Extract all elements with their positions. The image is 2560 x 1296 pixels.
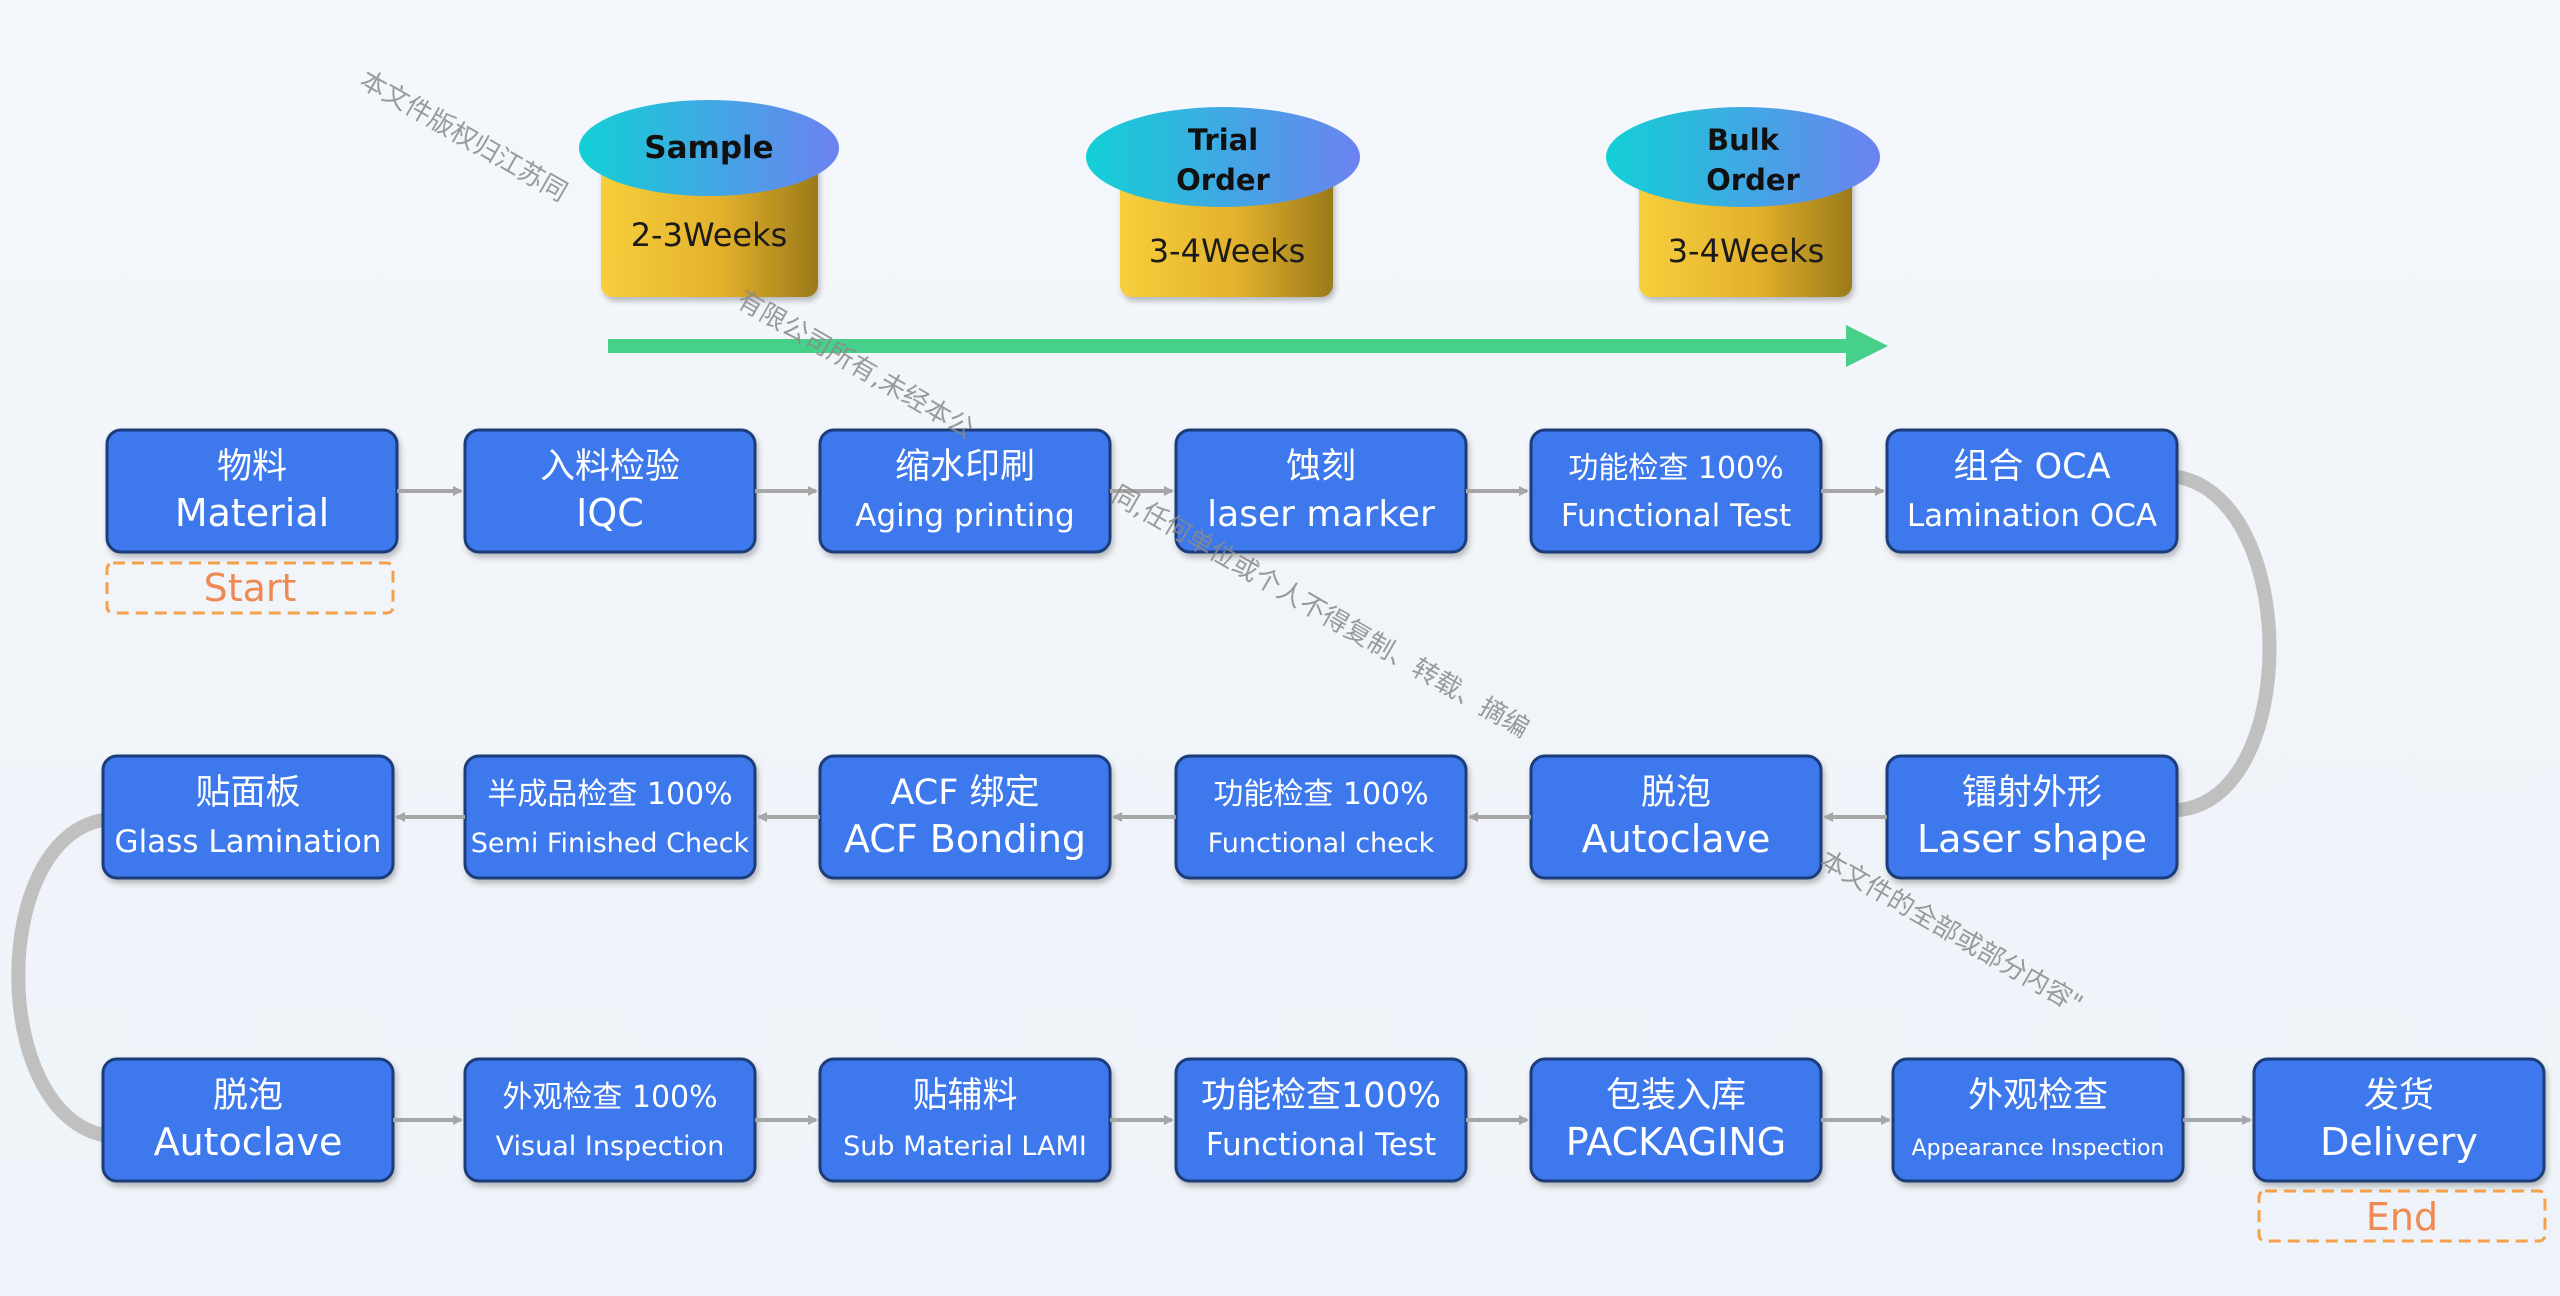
step-label-en: Glass Lamination — [115, 824, 382, 860]
phase-label-line1: Trial — [1188, 123, 1258, 157]
step-label-en: ACF Bonding — [844, 817, 1086, 861]
step-functional-test: 功能检查 100% Functional Test — [1529, 428, 1823, 554]
step-label-en: Delivery — [2320, 1120, 2478, 1164]
step-label-cn: 半成品检查 100% — [487, 777, 732, 812]
phase-top — [1086, 107, 1360, 207]
phase-label-line2: Order — [1176, 163, 1270, 197]
step-sub-material-lami: 贴辅料 Sub Material LAMI — [818, 1057, 1112, 1183]
step-label-en: IQC — [576, 491, 644, 535]
phase-duration: 2-3Weeks — [631, 216, 788, 254]
step-label-en: laser marker — [1207, 494, 1435, 535]
step-label-cn: 功能检查100% — [1201, 1076, 1441, 1116]
step-label-cn: 脱泡 — [213, 1076, 283, 1116]
step-label-en: Functional check — [1208, 828, 1435, 859]
step-box — [101, 754, 395, 880]
phase-bulk-order: Bulk Order 3-4Weeks — [1606, 107, 1880, 297]
step-box — [1885, 428, 2179, 554]
phase-duration: 3-4Weeks — [1668, 232, 1825, 270]
step-label-en: Autoclave — [154, 1120, 343, 1164]
step-label-cn: 物料 — [217, 447, 287, 487]
step-visual-inspection: 外观检查 100% Visual Inspection — [463, 1057, 757, 1183]
step-label-cn: 外观检查 100% — [502, 1080, 717, 1115]
step-appearance-inspection: 外观检查 Appearance Inspection — [1891, 1057, 2185, 1183]
step-label-cn: 组合 OCA — [1953, 447, 2110, 487]
step-label-cn: 功能检查 100% — [1568, 451, 1783, 486]
connector-curve-left — [11, 813, 105, 1142]
phase-duration: 3-4Weeks — [1149, 232, 1306, 270]
step-lamination-oca: 组合 OCA Lamination OCA — [1885, 428, 2179, 554]
end-marker: End — [2257, 1189, 2547, 1243]
phase-label-line2: Order — [1706, 163, 1800, 197]
step-label-en: Material — [175, 491, 329, 535]
watermark-part1: 本文件版权归江苏同 — [355, 65, 573, 208]
phase-trial-order: Trial Order 3-4Weeks — [1086, 107, 1360, 297]
step-functional-test: 功能检查100% Functional Test — [1174, 1057, 1468, 1183]
end-label: End — [2366, 1195, 2438, 1239]
phase-sample: Sample 2-3Weeks — [579, 100, 839, 297]
step-label-en: Aging printing — [855, 498, 1074, 534]
step-semi-finished-check: 半成品检查 100% Semi Finished Check — [463, 754, 757, 880]
step-label-cn: 蚀刻 — [1286, 447, 1356, 487]
step-label-cn: 功能检查 100% — [1213, 777, 1428, 812]
step-label-en: Appearance Inspection — [1912, 1136, 2165, 1161]
watermark-part2: 有限公司所有,未经本公 — [732, 285, 979, 445]
step-label-cn: 包装入库 — [1606, 1076, 1746, 1116]
phase-label: Sample — [644, 130, 773, 166]
start-label: Start — [204, 566, 297, 610]
step-label-en: PACKAGING — [1566, 1120, 1786, 1164]
step-label-cn: 贴面板 — [195, 773, 300, 813]
start-marker: Start — [105, 561, 395, 615]
step-label-en: Sub Material LAMI — [843, 1131, 1087, 1162]
phase-top — [1606, 107, 1880, 207]
step-label-cn: ACF 绑定 — [890, 773, 1039, 813]
step-label-en: Functional Test — [1561, 498, 1791, 534]
step-label-en: Laser shape — [1917, 817, 2147, 861]
step-label-cn: 缩水印刷 — [895, 447, 1035, 487]
step-connectors — [393, 486, 2252, 1125]
step-label-cn: 外观检查 — [1968, 1076, 2108, 1116]
step-label-en: Functional Test — [1206, 1127, 1436, 1163]
step-box — [463, 754, 757, 880]
phase-top — [579, 100, 839, 196]
step-label-cn: 脱泡 — [1641, 773, 1711, 813]
phase-label-line1: Bulk — [1707, 123, 1780, 157]
step-laser-marker: 蚀刻 laser marker — [1174, 428, 1468, 554]
step-label-en: Lamination OCA — [1907, 498, 2157, 534]
step-label-cn: 入料检验 — [540, 447, 680, 487]
step-glass-lamination: 贴面板 Glass Lamination — [101, 754, 395, 880]
step-label-cn: 镭射外形 — [1962, 773, 2102, 813]
step-label-en: Semi Finished Check — [471, 828, 750, 859]
step-box — [463, 1057, 757, 1183]
connector-curve-right — [2176, 470, 2277, 817]
step-functional-check: 功能检查 100% Functional check — [1174, 754, 1468, 880]
step-box — [2252, 1057, 2546, 1183]
step-label-en: Visual Inspection — [496, 1131, 725, 1162]
step-label-cn: 贴辅料 — [912, 1076, 1017, 1116]
timeline-arrow — [608, 325, 1888, 367]
step-aging-printing: 缩水印刷 Aging printing — [818, 428, 1112, 554]
step-label-en: Autoclave — [1582, 817, 1771, 861]
step-box — [1174, 754, 1468, 880]
step-label-cn: 发货 — [2364, 1076, 2434, 1116]
